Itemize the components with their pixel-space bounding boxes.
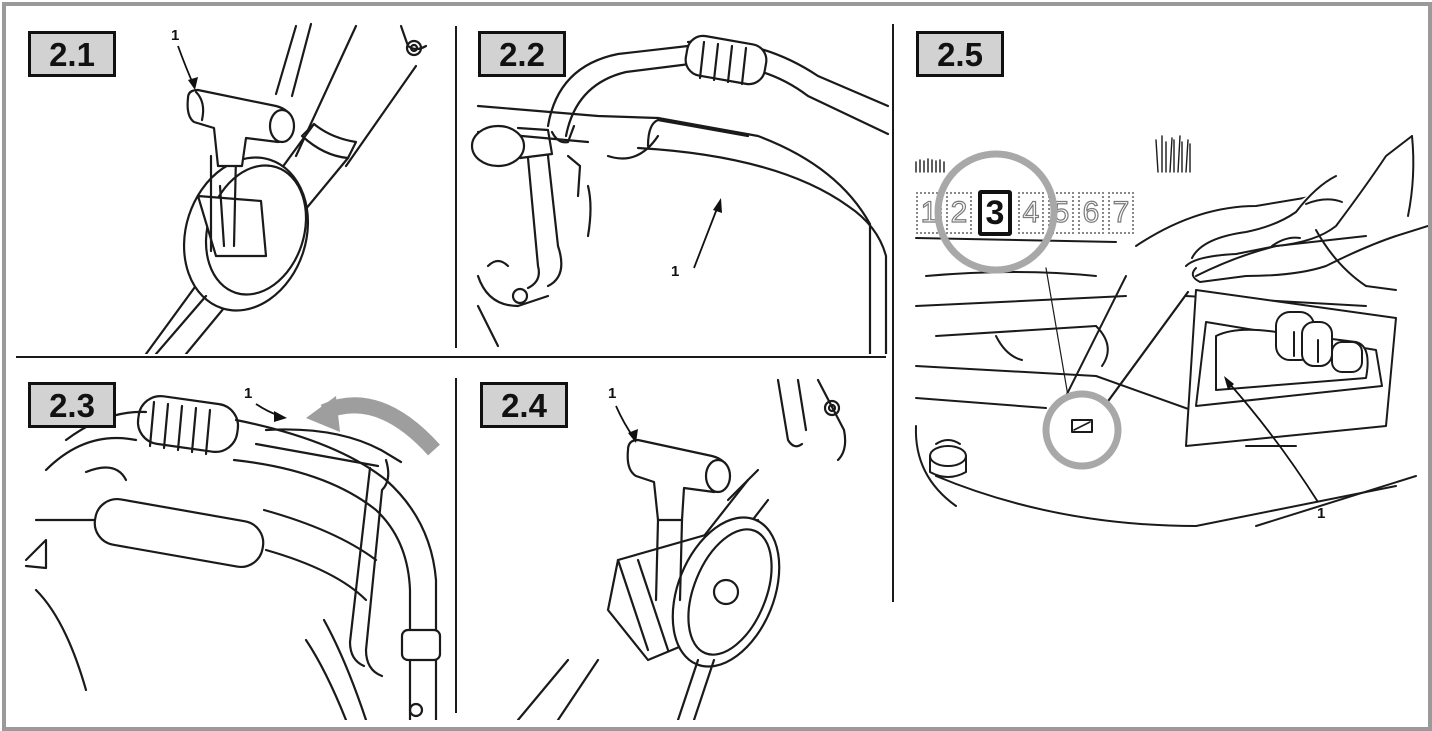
panel-2-4: 2.4 1: [458, 360, 890, 720]
panel-2-1: 2.1 1: [6, 6, 452, 354]
callout-1-panel-2-4: 1: [608, 385, 617, 402]
gear-position-3-selected: 3: [978, 190, 1012, 236]
divider-vertical-main: [892, 24, 894, 602]
gear-position-5: 5: [1048, 192, 1074, 234]
tall-grass-icon: [1155, 135, 1191, 173]
callout-1-panel-2-3: 1: [244, 385, 253, 402]
panel-label-2-5: 2.5: [916, 31, 1004, 77]
gear-position-2: 2: [946, 192, 972, 234]
panel-label-2-3: 2.3: [28, 382, 116, 428]
gear-position-4: 4: [1018, 192, 1044, 234]
panel-2-5: 1 2 3 4 5 6 7 2.5 1: [896, 6, 1428, 606]
panel-2-3: 2.3 1: [6, 360, 452, 720]
gear-scale: 1 2 3 4 5 6 7: [916, 190, 1196, 236]
panel-2-2-illustration: [470, 34, 890, 354]
divider-horizontal: [16, 356, 886, 358]
panel-2-2: 2.2 1: [458, 6, 890, 354]
panel-label-2-1: 2.1: [28, 31, 116, 77]
callout-1-panel-2-5: 1: [1317, 505, 1326, 522]
gear-position-6: 6: [1078, 192, 1104, 234]
callout-1-panel-2-2: 1: [671, 263, 680, 280]
gear-position-7: 7: [1108, 192, 1134, 234]
panel-2-1-illustration: [144, 22, 428, 354]
divider-vertical-2: [455, 378, 457, 713]
panel-label-2-4: 2.4: [480, 382, 568, 428]
panel-2-4-illustration: [516, 378, 847, 720]
panel-label-2-2: 2.2: [478, 31, 566, 77]
gear-position-1: 1: [916, 192, 942, 234]
divider-vertical-1: [455, 26, 457, 348]
panel-2-5-illustration: [914, 135, 1428, 527]
callout-1-panel-2-1: 1: [171, 27, 180, 44]
short-grass-icon: [915, 158, 945, 173]
